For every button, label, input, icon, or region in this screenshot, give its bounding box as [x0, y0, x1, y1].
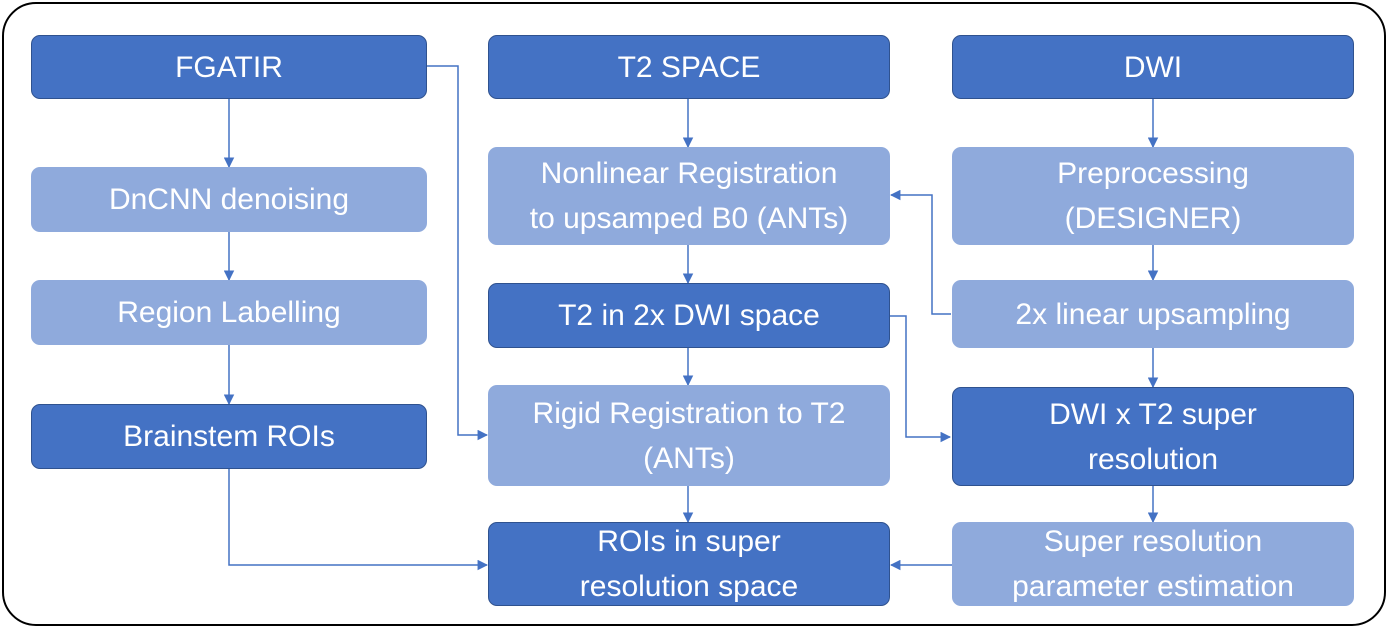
node-fgatir: FGATIR	[31, 35, 427, 99]
edge-upsampling-to-nonlinear-registration	[889, 189, 951, 315]
node-2x-linear-upsampling: 2x linear upsampling	[952, 280, 1354, 348]
node-t2-in-2x-dwi-space: T2 in 2x DWI space	[488, 283, 890, 348]
node-dncnn-denoising: DnCNN denoising	[31, 167, 427, 232]
node-rois-in-super-resolution-space: ROIs in super resolution space	[488, 522, 890, 606]
node-dwi-x-t2-super-resolution: DWI x T2 super resolution	[952, 387, 1354, 486]
node-super-resolution-parameter-estimation: Super resolution parameter estimation	[952, 522, 1354, 606]
edge-t2-dwi-space-to-dwi-t2-super-resolution	[889, 315, 952, 443]
node-nonlinear-registration: Nonlinear Registration to upsamped B0 (A…	[488, 147, 890, 245]
node-region-labelling: Region Labelling	[31, 280, 427, 345]
node-dwi: DWI	[952, 35, 1354, 99]
edge-fgatir-to-rigid-registration	[427, 65, 489, 441]
node-rigid-registration: Rigid Registration to T2 (ANTs)	[488, 385, 890, 486]
node-preprocessing: Preprocessing (DESIGNER)	[952, 147, 1354, 245]
node-t2-space: T2 SPACE	[488, 35, 890, 99]
diagram-frame	[2, 2, 1386, 626]
edge-brainstem-rois-to-rois-super-resolution	[228, 469, 489, 571]
node-brainstem-rois: Brainstem ROIs	[31, 404, 427, 469]
